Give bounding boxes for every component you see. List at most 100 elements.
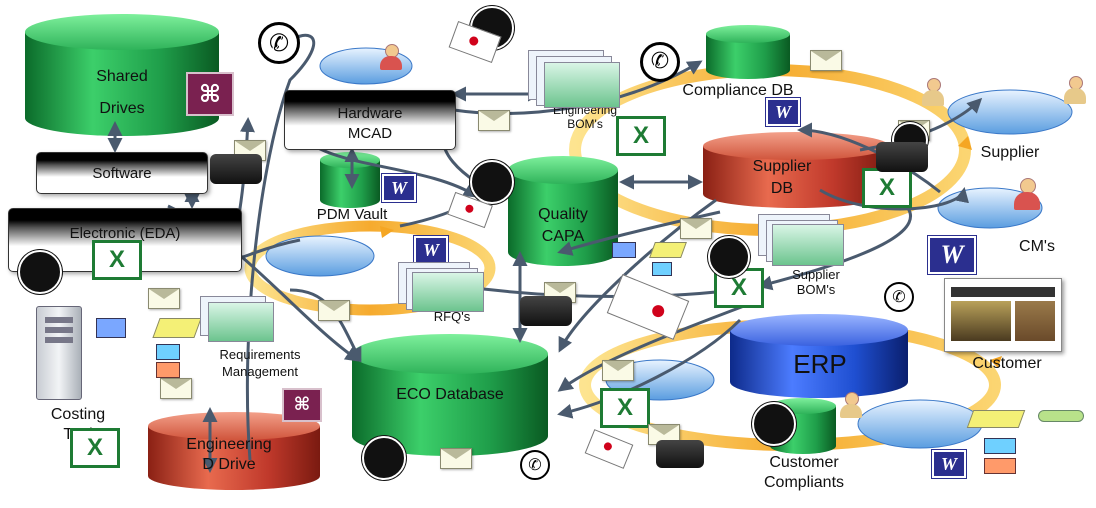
hardware-mcad-box[interactable]: Hardware MCAD bbox=[284, 90, 456, 150]
word-icon: W bbox=[382, 174, 416, 202]
word-icon-letter: W bbox=[940, 454, 957, 474]
word-icon-letter: W bbox=[940, 240, 964, 269]
excel-icon: X bbox=[862, 168, 912, 208]
excel-icon: X bbox=[600, 388, 650, 428]
requirements-management-label: Requirements Management bbox=[206, 347, 314, 380]
signature-hand-icon bbox=[708, 236, 750, 278]
supplier-db-label: Supplier DB bbox=[742, 158, 822, 199]
document-stack-icon bbox=[758, 214, 844, 266]
supplier-bom-line1: Supplier bbox=[792, 267, 840, 282]
email-icon bbox=[680, 218, 712, 239]
server-icon bbox=[36, 306, 82, 400]
access-icon-glyph: ⌘ bbox=[198, 80, 222, 108]
cms-label: CM's bbox=[1019, 238, 1055, 255]
shared-drives-line1: Shared bbox=[96, 68, 148, 85]
fax-machine-icon bbox=[656, 440, 704, 468]
person-icon bbox=[922, 78, 944, 108]
word-icon-letter: W bbox=[774, 102, 791, 122]
person-icon bbox=[1064, 76, 1086, 106]
requirements-line1: Requirements bbox=[219, 347, 301, 362]
email-icon bbox=[148, 288, 180, 309]
email-icon bbox=[478, 110, 510, 131]
hardware-label-line1: Hardware bbox=[337, 105, 403, 122]
word-icon: W bbox=[766, 98, 800, 126]
word-icon: W bbox=[928, 236, 976, 274]
excel-icon-letter: X bbox=[616, 394, 633, 421]
document-stack-icon bbox=[200, 296, 280, 344]
excel-icon: X bbox=[70, 428, 120, 468]
quality-line2: CAPA bbox=[541, 228, 585, 246]
email-icon bbox=[318, 300, 350, 321]
hardware-label-line2: MCAD bbox=[347, 125, 393, 142]
person-icon bbox=[1014, 178, 1040, 212]
word-icon: W bbox=[932, 450, 966, 478]
compliance-db-cylinder bbox=[706, 25, 790, 79]
fax-machine-icon bbox=[210, 154, 262, 184]
phone-icon: ✆ bbox=[640, 42, 680, 82]
quality-line1: Quality bbox=[538, 206, 588, 223]
email-icon bbox=[160, 378, 192, 399]
excel-icon-letter: X bbox=[86, 434, 103, 461]
software-box[interactable]: Software bbox=[36, 152, 208, 194]
supplier-label: Supplier bbox=[980, 144, 1040, 161]
phone-icon-glyph: ✆ bbox=[268, 29, 290, 57]
excel-icon: X bbox=[92, 240, 142, 280]
flowchart-icon bbox=[96, 314, 226, 378]
document-stack-icon bbox=[528, 50, 620, 108]
erp-cylinder bbox=[730, 314, 908, 398]
signature-hand-icon bbox=[752, 402, 796, 446]
excel-icon-letter: X bbox=[878, 174, 895, 201]
email-icon bbox=[602, 360, 634, 381]
email-icon bbox=[810, 50, 842, 71]
supplier-db-line1: Supplier bbox=[752, 158, 812, 175]
electronic-eda-label: Electronic (EDA) bbox=[69, 225, 181, 242]
engineering-drive-line2: D Drive bbox=[202, 456, 256, 474]
access-icon-glyph: ⌘ bbox=[293, 394, 311, 415]
flowchart-icon bbox=[966, 396, 1090, 476]
excel-icon-letter: X bbox=[730, 274, 747, 301]
person-icon bbox=[840, 392, 862, 420]
word-icon-letter: W bbox=[390, 178, 407, 198]
access-icon: ⌘ bbox=[282, 388, 322, 422]
shared-drives-cylinder bbox=[25, 14, 219, 136]
flowchart-icon bbox=[612, 238, 708, 286]
shared-drives-line2: Drives bbox=[99, 100, 145, 118]
cycle-arrowheads bbox=[380, 136, 1002, 368]
supplier-bom-label: Supplier BOM's bbox=[776, 267, 856, 298]
fax-machine-icon bbox=[876, 142, 928, 172]
customer-complaints-line2: Compliants bbox=[763, 474, 845, 492]
engineering-d-drive-cylinder bbox=[148, 412, 320, 490]
quality-capa-label: Quality CAPA bbox=[523, 206, 603, 247]
supplier-db-line2: DB bbox=[770, 180, 794, 198]
requirements-line2: Management bbox=[222, 363, 298, 379]
phone-icon-glyph: ✆ bbox=[528, 455, 542, 474]
supplier-bom-line2: BOM's bbox=[796, 281, 836, 297]
document-stack-icon bbox=[398, 262, 484, 312]
customer-team-disk bbox=[857, 399, 983, 449]
word-icon-letter: W bbox=[422, 240, 439, 260]
access-icon: ⌘ bbox=[186, 72, 234, 116]
phone-icon: ✆ bbox=[520, 450, 550, 480]
phone-icon: ✆ bbox=[884, 282, 914, 312]
phone-icon-glyph: ✆ bbox=[892, 287, 906, 306]
costing-tool-line1: Costing bbox=[50, 406, 106, 423]
excel-icon: X bbox=[616, 116, 666, 156]
engineering-d-drive-label: Engineering D Drive bbox=[174, 436, 284, 475]
customer-complaints-label: Customer Compliants bbox=[754, 454, 854, 493]
website-screenshot-icon bbox=[944, 278, 1062, 352]
cycle-ring-middle bbox=[244, 220, 496, 316]
software-label: Software bbox=[92, 165, 152, 182]
customer-label: Customer bbox=[972, 355, 1042, 372]
signature-hand-icon bbox=[18, 250, 62, 294]
signature-hand-icon bbox=[470, 160, 514, 204]
engineering-bom-line2: BOM's bbox=[567, 116, 603, 131]
erp-label: ERP bbox=[793, 349, 847, 379]
eco-database-cylinder bbox=[352, 334, 548, 456]
phone-icon-glyph: ✆ bbox=[650, 49, 670, 74]
signature-hand-icon bbox=[362, 436, 406, 480]
email-icon bbox=[440, 448, 472, 469]
pdm-vault-label: PDM Vault bbox=[316, 206, 388, 223]
shared-drives-label: Shared Drives bbox=[82, 68, 162, 119]
fax-machine-icon bbox=[520, 296, 572, 326]
